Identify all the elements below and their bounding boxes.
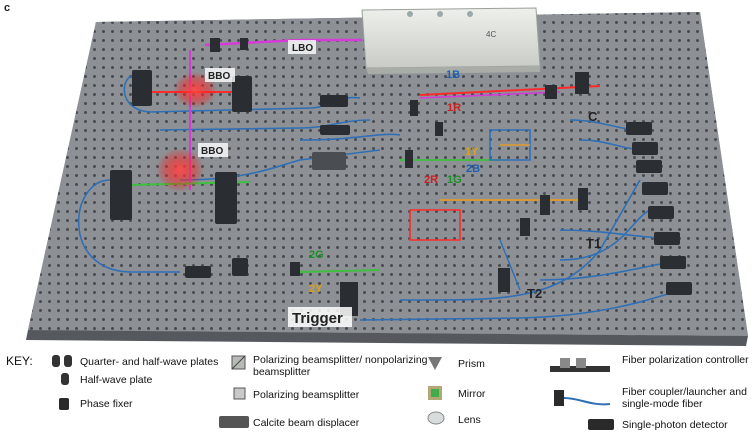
panel-letter: c: [4, 2, 11, 14]
label-2b: 2B: [466, 163, 480, 175]
mirror-icon: [428, 386, 442, 400]
key-item-single-photon-detector: Single-photon detector: [622, 419, 728, 431]
label-1r: 1R: [447, 102, 461, 114]
lens-icon: [427, 411, 445, 425]
label-t1: T1: [586, 236, 601, 251]
key-title: KEY:: [6, 354, 33, 368]
label-1y: 1Y: [465, 146, 479, 158]
label-t2: T2: [527, 286, 542, 301]
key-item-mirror: Mirror: [458, 388, 486, 400]
key-item-fiber-coupler: Fiber coupler/launcher and single-mode f…: [622, 386, 747, 410]
label-lbo: LBO: [292, 43, 313, 54]
label-bbo-top: BBO: [208, 71, 230, 82]
prism-icon: [428, 357, 442, 370]
key-item-lens: Lens: [458, 414, 481, 426]
key-item-polarizing-nonpolarizing-beamsplitter: Polarizing beamsplitter/ nonpolarizing b…: [253, 354, 428, 378]
label-2y: 2Y: [309, 283, 323, 295]
key-item-calcite-beam-displacer: Calcite beam displacer: [253, 417, 360, 429]
label-bbo-bottom: BBO: [201, 146, 223, 157]
key-item-phase-fixer: Phase fixer: [80, 398, 133, 410]
key-item-half-waveplate: Half-wave plate: [80, 374, 153, 386]
phase-fixer-icon: [59, 398, 69, 410]
fiber-coupler-icon: [554, 390, 611, 406]
fiber-polarization-controller-icon: [550, 358, 610, 372]
label-1g: 1G: [447, 174, 462, 186]
key-item-quarter-half-waveplates: Quarter- and half-wave plates: [80, 356, 219, 368]
key-item-prism: Prism: [458, 358, 485, 370]
label-c: C: [588, 109, 598, 124]
key-item-polarizing-beamsplitter: Polarizing beamsplitter: [253, 389, 360, 401]
bbo-glow-bottom: [156, 148, 204, 192]
laser-housing: [361, 7, 541, 74]
label-1b: 1B: [446, 69, 460, 81]
calcite-beam-displacer-icon: [219, 416, 249, 428]
polarizing-beamsplitter-icon: [233, 387, 246, 400]
single-photon-detector-icon: [588, 419, 614, 430]
half-waveplate-icon: [61, 373, 69, 385]
key-legend: KEY: Quarter- and half-wave plates Half-…: [0, 350, 753, 439]
optical-mounts: [110, 38, 589, 316]
key-item-fiber-polarization-controller: Fiber polarization controller: [622, 354, 749, 366]
label-trigger: Trigger: [292, 310, 343, 327]
polarizing-nonpolarizing-beamsplitter-icon: [231, 355, 246, 370]
quarter-half-waveplate-icon: [52, 355, 72, 367]
device-text: 4C: [486, 30, 496, 39]
label-2r: 2R: [424, 174, 438, 186]
label-2g: 2G: [309, 249, 324, 261]
optical-table-scene: LBO BBO BBO 1B 1R C 1Y 2B 2R 1G T1 T2 2G…: [26, 7, 748, 346]
fiber-polarization-controllers: [626, 122, 692, 295]
